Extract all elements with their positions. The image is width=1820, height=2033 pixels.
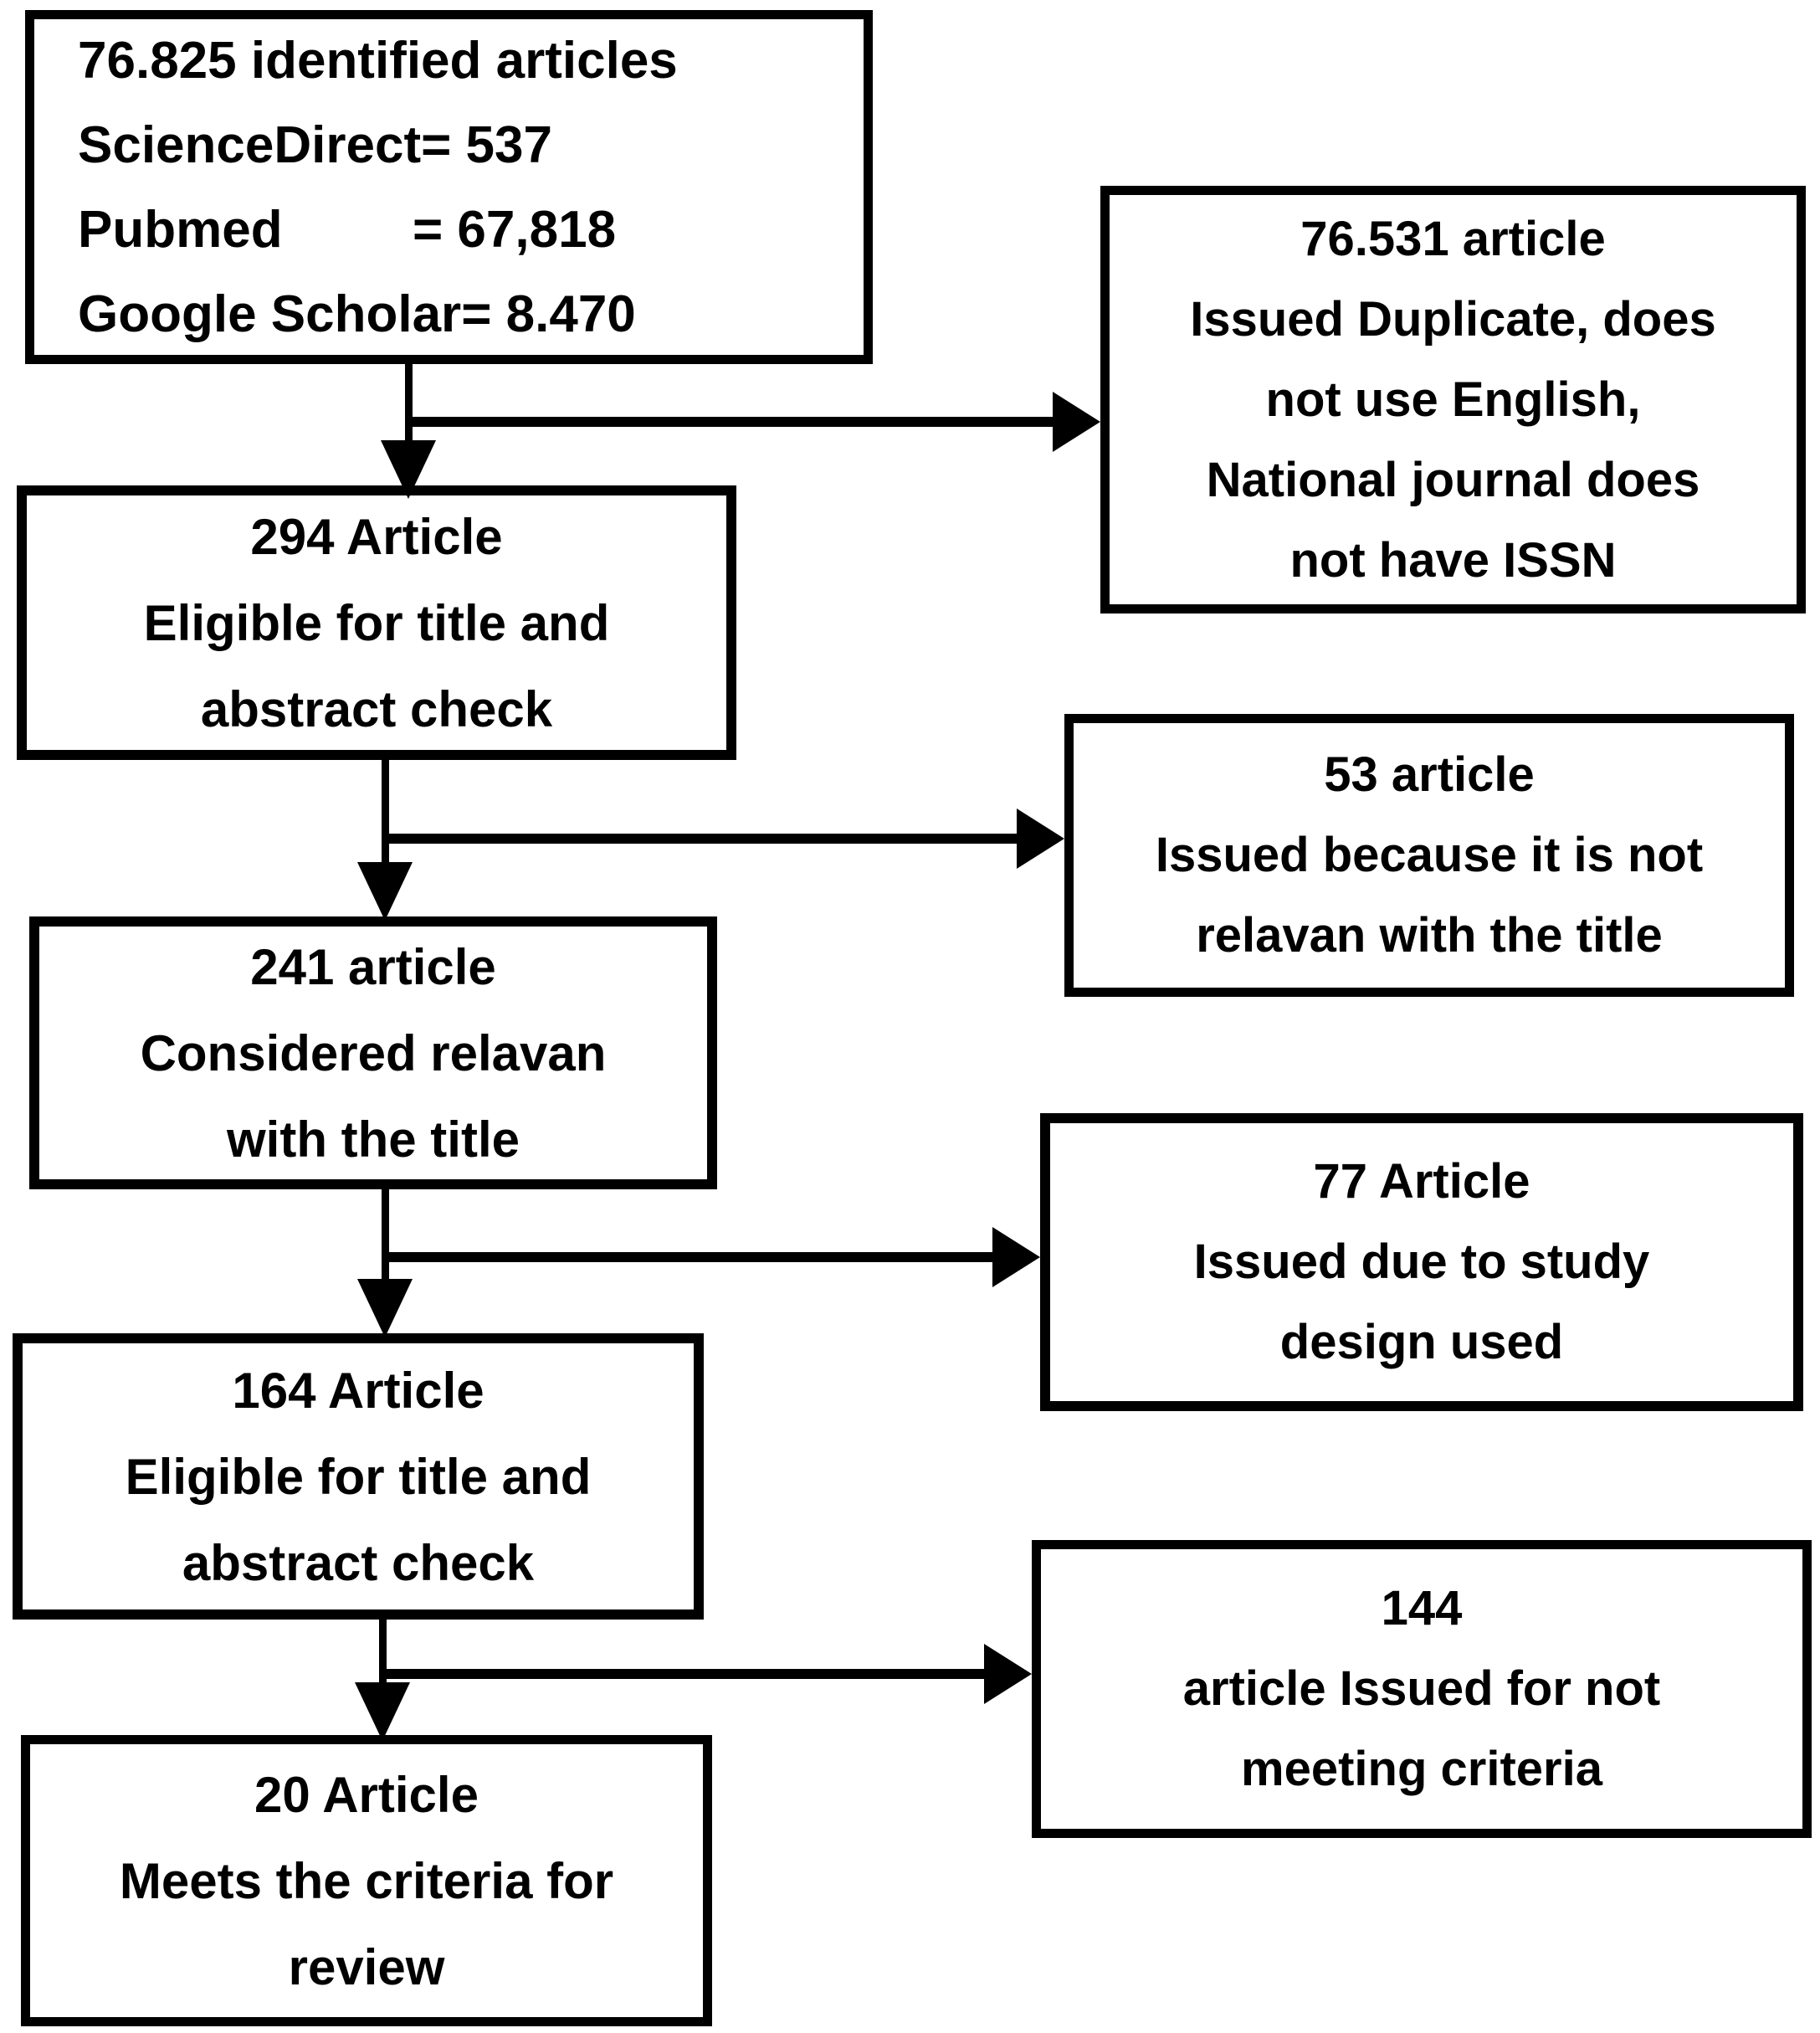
excluded-criteria-line: 144: [1381, 1581, 1463, 1635]
connector-to-excluded-criteria-line: [379, 1669, 986, 1679]
connector-to-excluded-initial-line: [405, 417, 1054, 427]
identified-articles-box: 76.825 identified articles ScienceDirect…: [25, 10, 873, 364]
excluded-initial-line: not have ISSN: [1289, 532, 1617, 588]
excluded-initial-box: 76.531 article Issued Duplicate, does no…: [1100, 186, 1806, 613]
source-count: = 8.470: [461, 285, 636, 343]
excluded-initial-line: Issued Duplicate, does: [1190, 291, 1716, 347]
excluded-study-design-line: design used: [1279, 1315, 1564, 1369]
eligible-1-line: Eligible for title and: [143, 594, 610, 651]
excluded-study-design-line: 77 Article: [1313, 1154, 1530, 1209]
excluded-not-relevant-line: Issued because it is not: [1155, 828, 1704, 882]
arrowhead-down-to-eligible-2: [357, 1279, 413, 1337]
excluded-study-design-line: Issued due to study: [1193, 1235, 1650, 1289]
considered-relevant-box: 241 article Considered relavan with the …: [29, 916, 717, 1189]
eligible-1-line: 294 Article: [250, 508, 503, 565]
arrowhead-down-to-eligible-1: [381, 440, 436, 499]
eligible-1-line: abstract check: [200, 680, 553, 737]
eligible-2-line: abstract check: [182, 1534, 535, 1591]
source-count: = 537: [421, 116, 553, 174]
considered-relevant-line: Considered relavan: [140, 1024, 607, 1081]
source-label: Pubmed: [78, 200, 283, 259]
connector-to-excluded-not-relevant-line: [382, 834, 1019, 844]
excluded-initial-line: National journal does: [1206, 452, 1700, 507]
final-review-line: 20 Article: [254, 1766, 479, 1823]
excluded-criteria-box: 144 article Issued for not meeting crite…: [1032, 1540, 1812, 1838]
eligible-2-line: 164 Article: [232, 1362, 484, 1419]
source-label: ScienceDirect: [78, 116, 422, 174]
considered-relevant-line: with the title: [227, 1111, 520, 1168]
considered-relevant-line: 241 article: [250, 938, 496, 995]
source-count: = 67,818: [413, 200, 617, 259]
eligible-2-line: Eligible for title and: [125, 1448, 592, 1505]
arrowhead-right-to-excluded-not-relevant: [1017, 809, 1064, 869]
connector-considered-relevant-down-line: [382, 1187, 389, 1281]
connector-identified-down-line: [405, 364, 413, 445]
source-row-google-scholar: Google Scholar = 8.470: [78, 272, 636, 357]
excluded-study-design-box: 77 Article Issued due to study design us…: [1040, 1113, 1803, 1411]
arrowhead-right-to-excluded-study-design: [992, 1227, 1040, 1287]
excluded-criteria-line: meeting criteria: [1241, 1742, 1602, 1796]
excluded-not-relevant-line: relavan with the title: [1196, 908, 1663, 963]
arrowhead-right-to-excluded-initial: [1053, 392, 1100, 452]
connector-eligible-1-down-line: [382, 757, 389, 867]
source-row-sciencedirect: ScienceDirect = 537: [78, 103, 552, 187]
final-review-line: Meets the criteria for: [119, 1852, 614, 1909]
connector-eligible-2-down-line: [379, 1617, 387, 1685]
arrowhead-right-to-excluded-criteria: [984, 1644, 1032, 1704]
arrowhead-down-to-final-review: [355, 1682, 410, 1741]
source-row-pubmed: Pubmed = 67,818: [78, 187, 616, 272]
final-review-line: review: [288, 1938, 445, 1995]
excluded-criteria-line: article Issued for not: [1182, 1661, 1661, 1716]
eligible-title-abstract-box-2: 164 Article Eligible for title and abstr…: [13, 1333, 704, 1620]
identified-articles-title: 76.825 identified articles: [78, 31, 678, 90]
excluded-not-relevant-line: 53 article: [1324, 747, 1535, 802]
connector-to-excluded-study-design-line: [382, 1252, 994, 1262]
excluded-initial-line: not use English,: [1265, 372, 1641, 427]
final-review-box: 20 Article Meets the criteria for review: [21, 1735, 712, 2026]
excluded-initial-line: 76.531 article: [1300, 211, 1606, 266]
arrowhead-down-to-considered-relevant: [357, 862, 413, 921]
source-label: Google Scholar: [78, 285, 462, 343]
excluded-not-relevant-box: 53 article Issued because it is not rela…: [1064, 714, 1794, 997]
eligible-title-abstract-box-1: 294 Article Eligible for title and abstr…: [17, 485, 736, 760]
